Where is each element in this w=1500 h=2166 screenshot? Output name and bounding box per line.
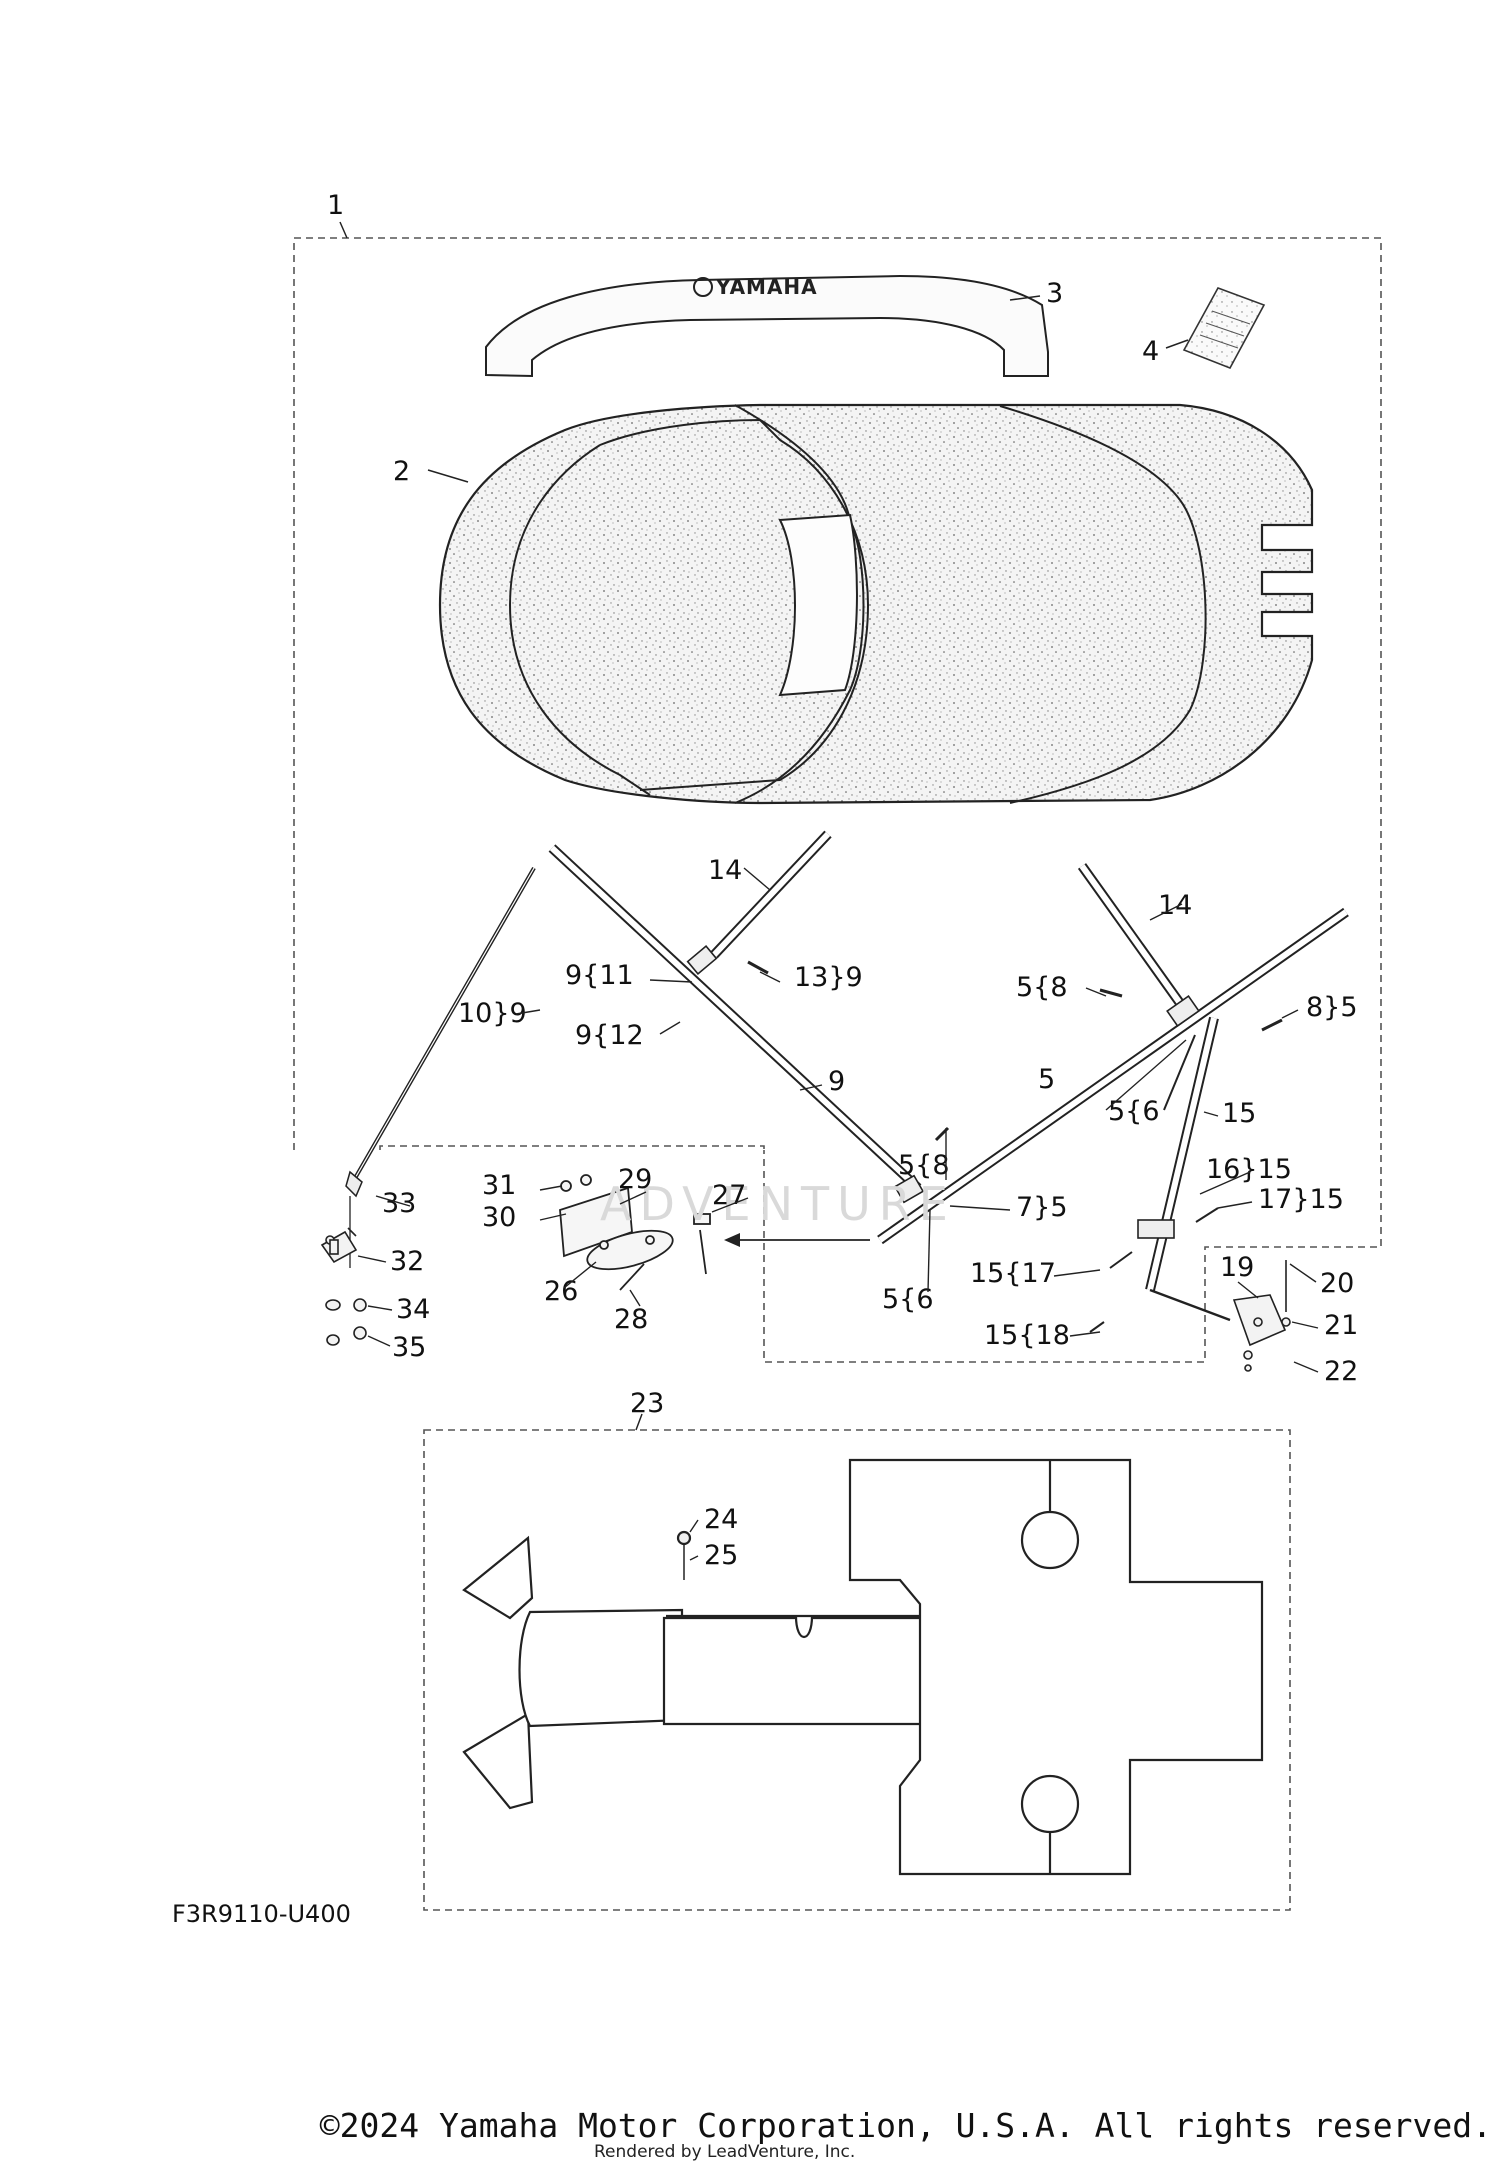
callout-22: 22: [1324, 1356, 1358, 1387]
yamaha-logo-icon: [693, 277, 713, 297]
callout-5: 5: [1038, 1064, 1055, 1095]
callout-14-left: 14: [708, 855, 742, 886]
strut-bracket-parts: [1232, 1260, 1291, 1372]
rendered-by-notice: Rendered by LeadVenture, Inc.: [594, 2142, 856, 2162]
callout-2: 2: [393, 456, 410, 487]
callout-3: 3: [1046, 278, 1063, 309]
callout-9: 9: [828, 1066, 845, 1097]
callout-19: 19: [1220, 1252, 1254, 1283]
callout-29: 29: [618, 1164, 652, 1195]
copyright-notice: ©2024 Yamaha Motor Corporation, U.S.A. A…: [319, 2106, 1492, 2145]
callout-leader-23: [635, 1413, 643, 1431]
callout-16-15: 16}15: [1206, 1154, 1292, 1185]
callout-30: 30: [482, 1202, 516, 1233]
callout-7-5: 7}5: [1016, 1192, 1068, 1223]
kit-boundary: [293, 237, 1382, 1363]
callout-5-6-bottom: 5{6: [882, 1284, 934, 1315]
callout-23: 23: [630, 1388, 664, 1419]
mount-bracket-part: [559, 1174, 711, 1291]
callout-21: 21: [1324, 1310, 1358, 1341]
callout-1: 1: [327, 190, 344, 221]
callout-9-11: 9{11: [565, 960, 634, 991]
callout-32: 32: [390, 1246, 424, 1277]
callout-5-8-mid: 5{8: [898, 1150, 950, 1181]
callout-15-18: 15{18: [984, 1320, 1070, 1351]
yamaha-logo-text: YAMAHA: [715, 275, 818, 299]
callout-9-12: 9{12: [575, 1020, 644, 1051]
callout-labels: 1 2 3 4 14 14 9{11 13}9 10}9 9{12 9 5{8 …: [327, 190, 1358, 1571]
cover-band-part: YAMAHA: [485, 274, 1049, 378]
callout-5-8-top: 5{8: [1016, 972, 1068, 1003]
caution-label-part: [1182, 287, 1266, 370]
callout-27: 27: [712, 1180, 746, 1211]
callout-15: 15: [1222, 1098, 1256, 1129]
callout-28: 28: [614, 1304, 648, 1335]
callout-10-9: 10}9: [458, 998, 527, 1029]
callout-8-5: 8}5: [1306, 992, 1358, 1023]
bimini-frame: [345, 830, 1349, 1333]
boat-cover-part: [438, 403, 1314, 805]
mat-kit-boundary: [423, 1429, 1291, 1911]
watermark-text: ADVENTURE: [600, 1177, 956, 1231]
callout-34: 34: [396, 1294, 430, 1325]
callout-leader-3: [1009, 295, 1041, 301]
callout-35: 35: [392, 1332, 426, 1363]
part-code: F3R9110-U400: [172, 1900, 351, 1928]
callout-25: 25: [704, 1540, 738, 1571]
callout-14-right: 14: [1158, 890, 1192, 921]
callout-leaders: [357, 867, 1319, 1561]
callout-4: 4: [1142, 336, 1159, 367]
deck-fitting-parts: [320, 1196, 367, 1346]
callout-24: 24: [704, 1504, 738, 1535]
callout-leader-4: [1165, 339, 1189, 349]
callout-31: 31: [482, 1170, 516, 1201]
callout-leader-1: [339, 221, 348, 239]
callout-15-17: 15{17: [970, 1258, 1056, 1289]
deck-mat-part: [462, 1458, 1264, 1876]
callout-leader-2: [427, 469, 469, 483]
callout-13-9: 13}9: [794, 962, 863, 993]
callout-20: 20: [1320, 1268, 1354, 1299]
callout-17-15: 17}15: [1258, 1184, 1344, 1215]
